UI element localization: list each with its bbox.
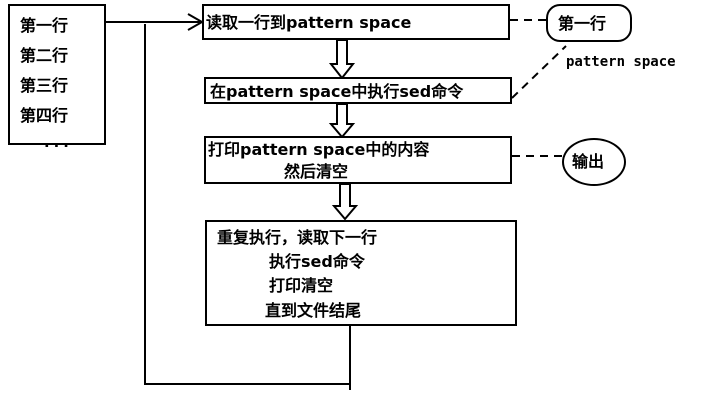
input-line-2: 第二行 xyxy=(20,46,69,65)
input-ellipsis: ... xyxy=(42,132,71,151)
step-print-line1: 打印pattern space中的内容 xyxy=(208,140,430,159)
step-read-label: 读取一行到pattern space xyxy=(206,13,412,32)
step-repeat-line4: 直到文件结尾 xyxy=(265,301,362,320)
callout-first-line: 第一行 xyxy=(546,4,632,42)
step-exec-box: 在pattern space中执行sed命令 xyxy=(204,77,512,104)
input-file-box: 第一行 第二行 第三行 第四行 ... xyxy=(8,4,106,151)
step-repeat-line3: 打印清空 xyxy=(269,276,334,295)
step-print-box: 打印pattern space中的内容 然后清空 xyxy=(204,136,512,184)
callout-output-label: 输出 xyxy=(572,152,605,171)
input-line-4: 第四行 xyxy=(20,106,69,125)
down-arrow-1 xyxy=(328,39,356,80)
input-line-3: 第三行 xyxy=(20,76,69,95)
callout-pattern-space-label: pattern space xyxy=(566,54,676,70)
down-arrow-2 xyxy=(328,103,356,139)
input-line-1: 第一行 xyxy=(20,16,69,35)
callout-output: 输出 xyxy=(562,138,626,186)
step-print-line2: 然后清空 xyxy=(284,162,349,181)
step-read-box: 读取一行到pattern space xyxy=(202,4,510,40)
callout-first-line-label: 第一行 xyxy=(558,14,607,33)
step-repeat-line2: 执行sed命令 xyxy=(269,252,365,271)
step-repeat-box: 重复执行，读取下一行 执行sed命令 打印清空 直到文件结尾 xyxy=(205,220,517,326)
step-exec-label: 在pattern space中执行sed命令 xyxy=(210,82,464,101)
dashed-line-pattern-space xyxy=(511,45,567,99)
down-arrow-3 xyxy=(331,183,359,221)
step-repeat-line1: 重复执行，读取下一行 xyxy=(217,228,378,247)
